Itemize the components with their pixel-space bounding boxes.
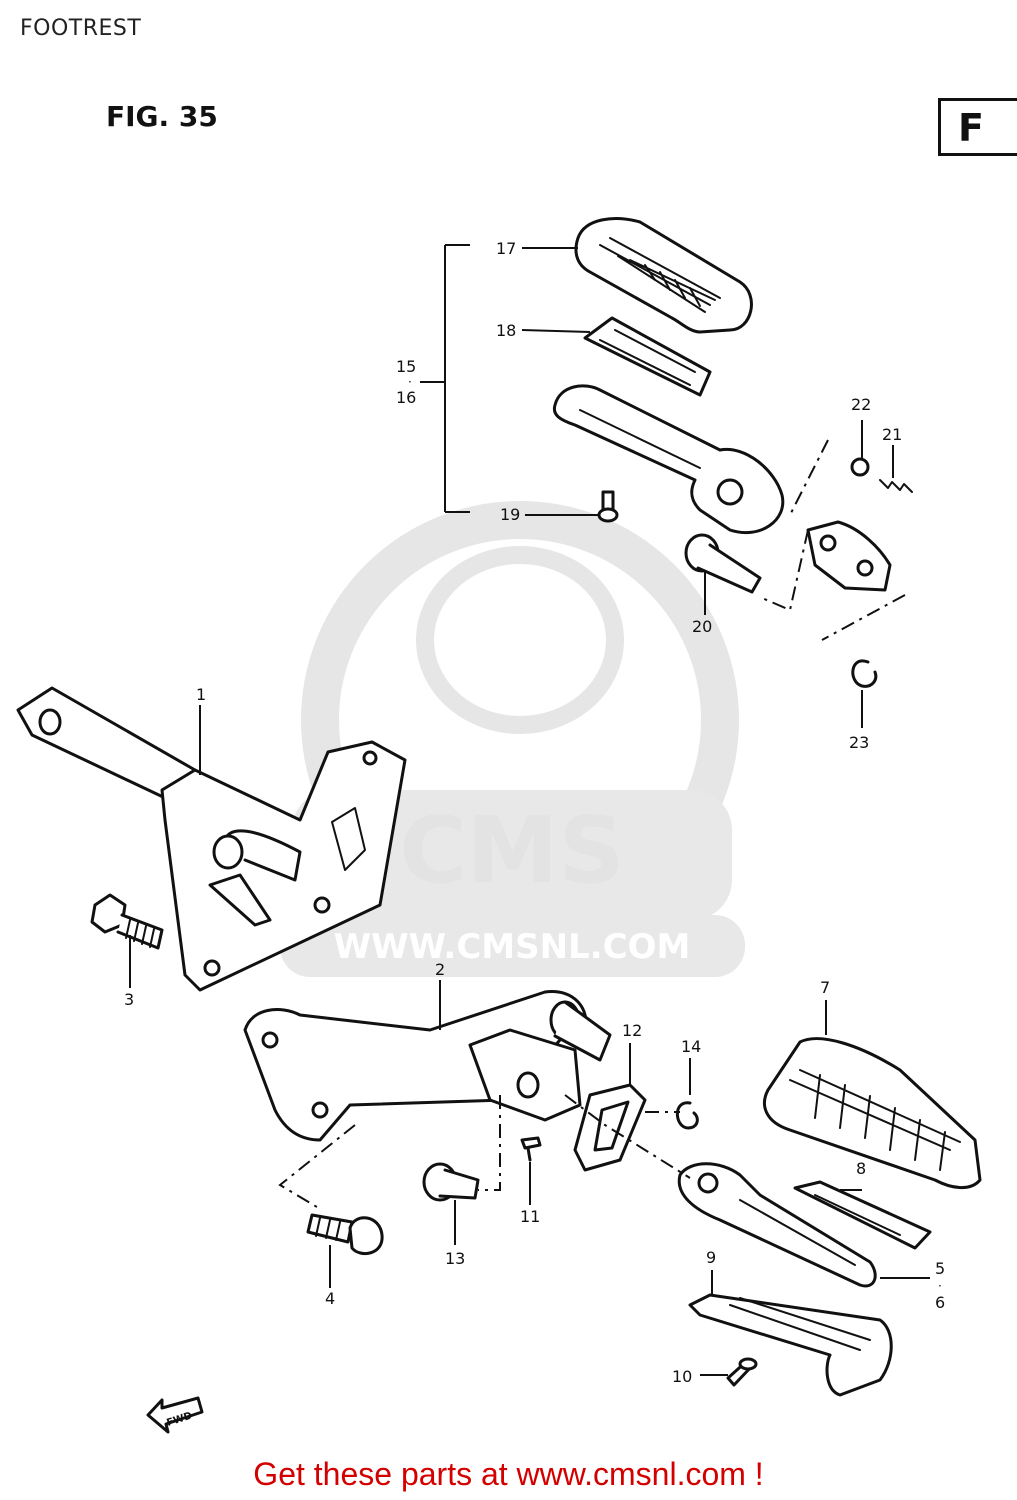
callout-21: 21	[882, 425, 902, 444]
callout-8: 8	[856, 1159, 866, 1178]
callout-9: 9	[706, 1248, 716, 1267]
part-22-ball	[850, 457, 870, 477]
part-23-clip	[851, 659, 878, 688]
alignment-lines	[278, 439, 906, 1211]
part-9-cover	[688, 1293, 893, 1397]
callout-20: 20	[692, 617, 712, 636]
part-21-spring	[879, 479, 913, 493]
callout-18: 18	[496, 321, 516, 340]
part-8-plate	[793, 1180, 932, 1250]
callout-dot-15-16: ·	[408, 375, 412, 389]
callout-1: 1	[196, 685, 206, 704]
callout-16: 16	[396, 388, 416, 407]
callout-12: 12	[622, 1021, 642, 1040]
callout-14: 14	[681, 1037, 701, 1056]
part-20-pin	[684, 533, 762, 594]
leader-lines	[129, 244, 930, 1376]
part-5-6-footrest-bar	[677, 1162, 877, 1288]
watermark-brand: CMS	[399, 797, 624, 904]
page-title: FOOTREST	[20, 16, 142, 41]
part-3-bolt	[90, 893, 164, 950]
part-1-footrest-bracket	[16, 686, 407, 992]
part-10-screw	[726, 1357, 758, 1387]
callout-13: 13	[445, 1249, 465, 1268]
section-letter: F	[958, 106, 984, 150]
callout-4: 4	[325, 1289, 335, 1308]
callout-7: 7	[820, 978, 830, 997]
fwd-arrow	[146, 1396, 204, 1434]
part-12-bushing	[573, 1083, 647, 1172]
part-18-plate	[583, 316, 712, 397]
callout-2: 2	[435, 960, 445, 979]
callout-19: 19	[500, 505, 520, 524]
callout-22: 22	[851, 395, 871, 414]
watermark: CMS WWW.CMSNL.COM	[280, 501, 745, 977]
part-11-screw	[520, 1136, 542, 1162]
part-14-clip	[675, 1101, 699, 1130]
callout-11: 11	[520, 1207, 540, 1226]
callout-3: 3	[124, 990, 134, 1009]
part-4-bolt	[306, 1213, 384, 1256]
callout-5: 5	[935, 1259, 945, 1278]
part-19-screw	[597, 490, 619, 523]
callout-15: 15	[396, 357, 416, 376]
part-2-holder	[243, 990, 612, 1142]
footer-link-text[interactable]: Get these parts at www.cmsnl.com !	[253, 1456, 764, 1492]
part-15-16-footrest-bar	[552, 384, 785, 535]
callout-17: 17	[496, 239, 516, 258]
figure-label: FIG. 35	[106, 100, 218, 133]
part-13-pin	[422, 1162, 480, 1202]
callout-10: 10	[672, 1367, 692, 1386]
callout-6: 6	[935, 1293, 945, 1312]
callout-23: 23	[849, 733, 869, 752]
part-7-footrest-rubber	[763, 1037, 982, 1189]
section-box	[938, 98, 1017, 156]
upper-holder-bracket	[806, 520, 892, 592]
watermark-url: WWW.CMSNL.COM	[334, 927, 691, 967]
part-17-footrest-rubber	[574, 217, 753, 334]
callout-dot-5-6: ·	[938, 1279, 942, 1293]
